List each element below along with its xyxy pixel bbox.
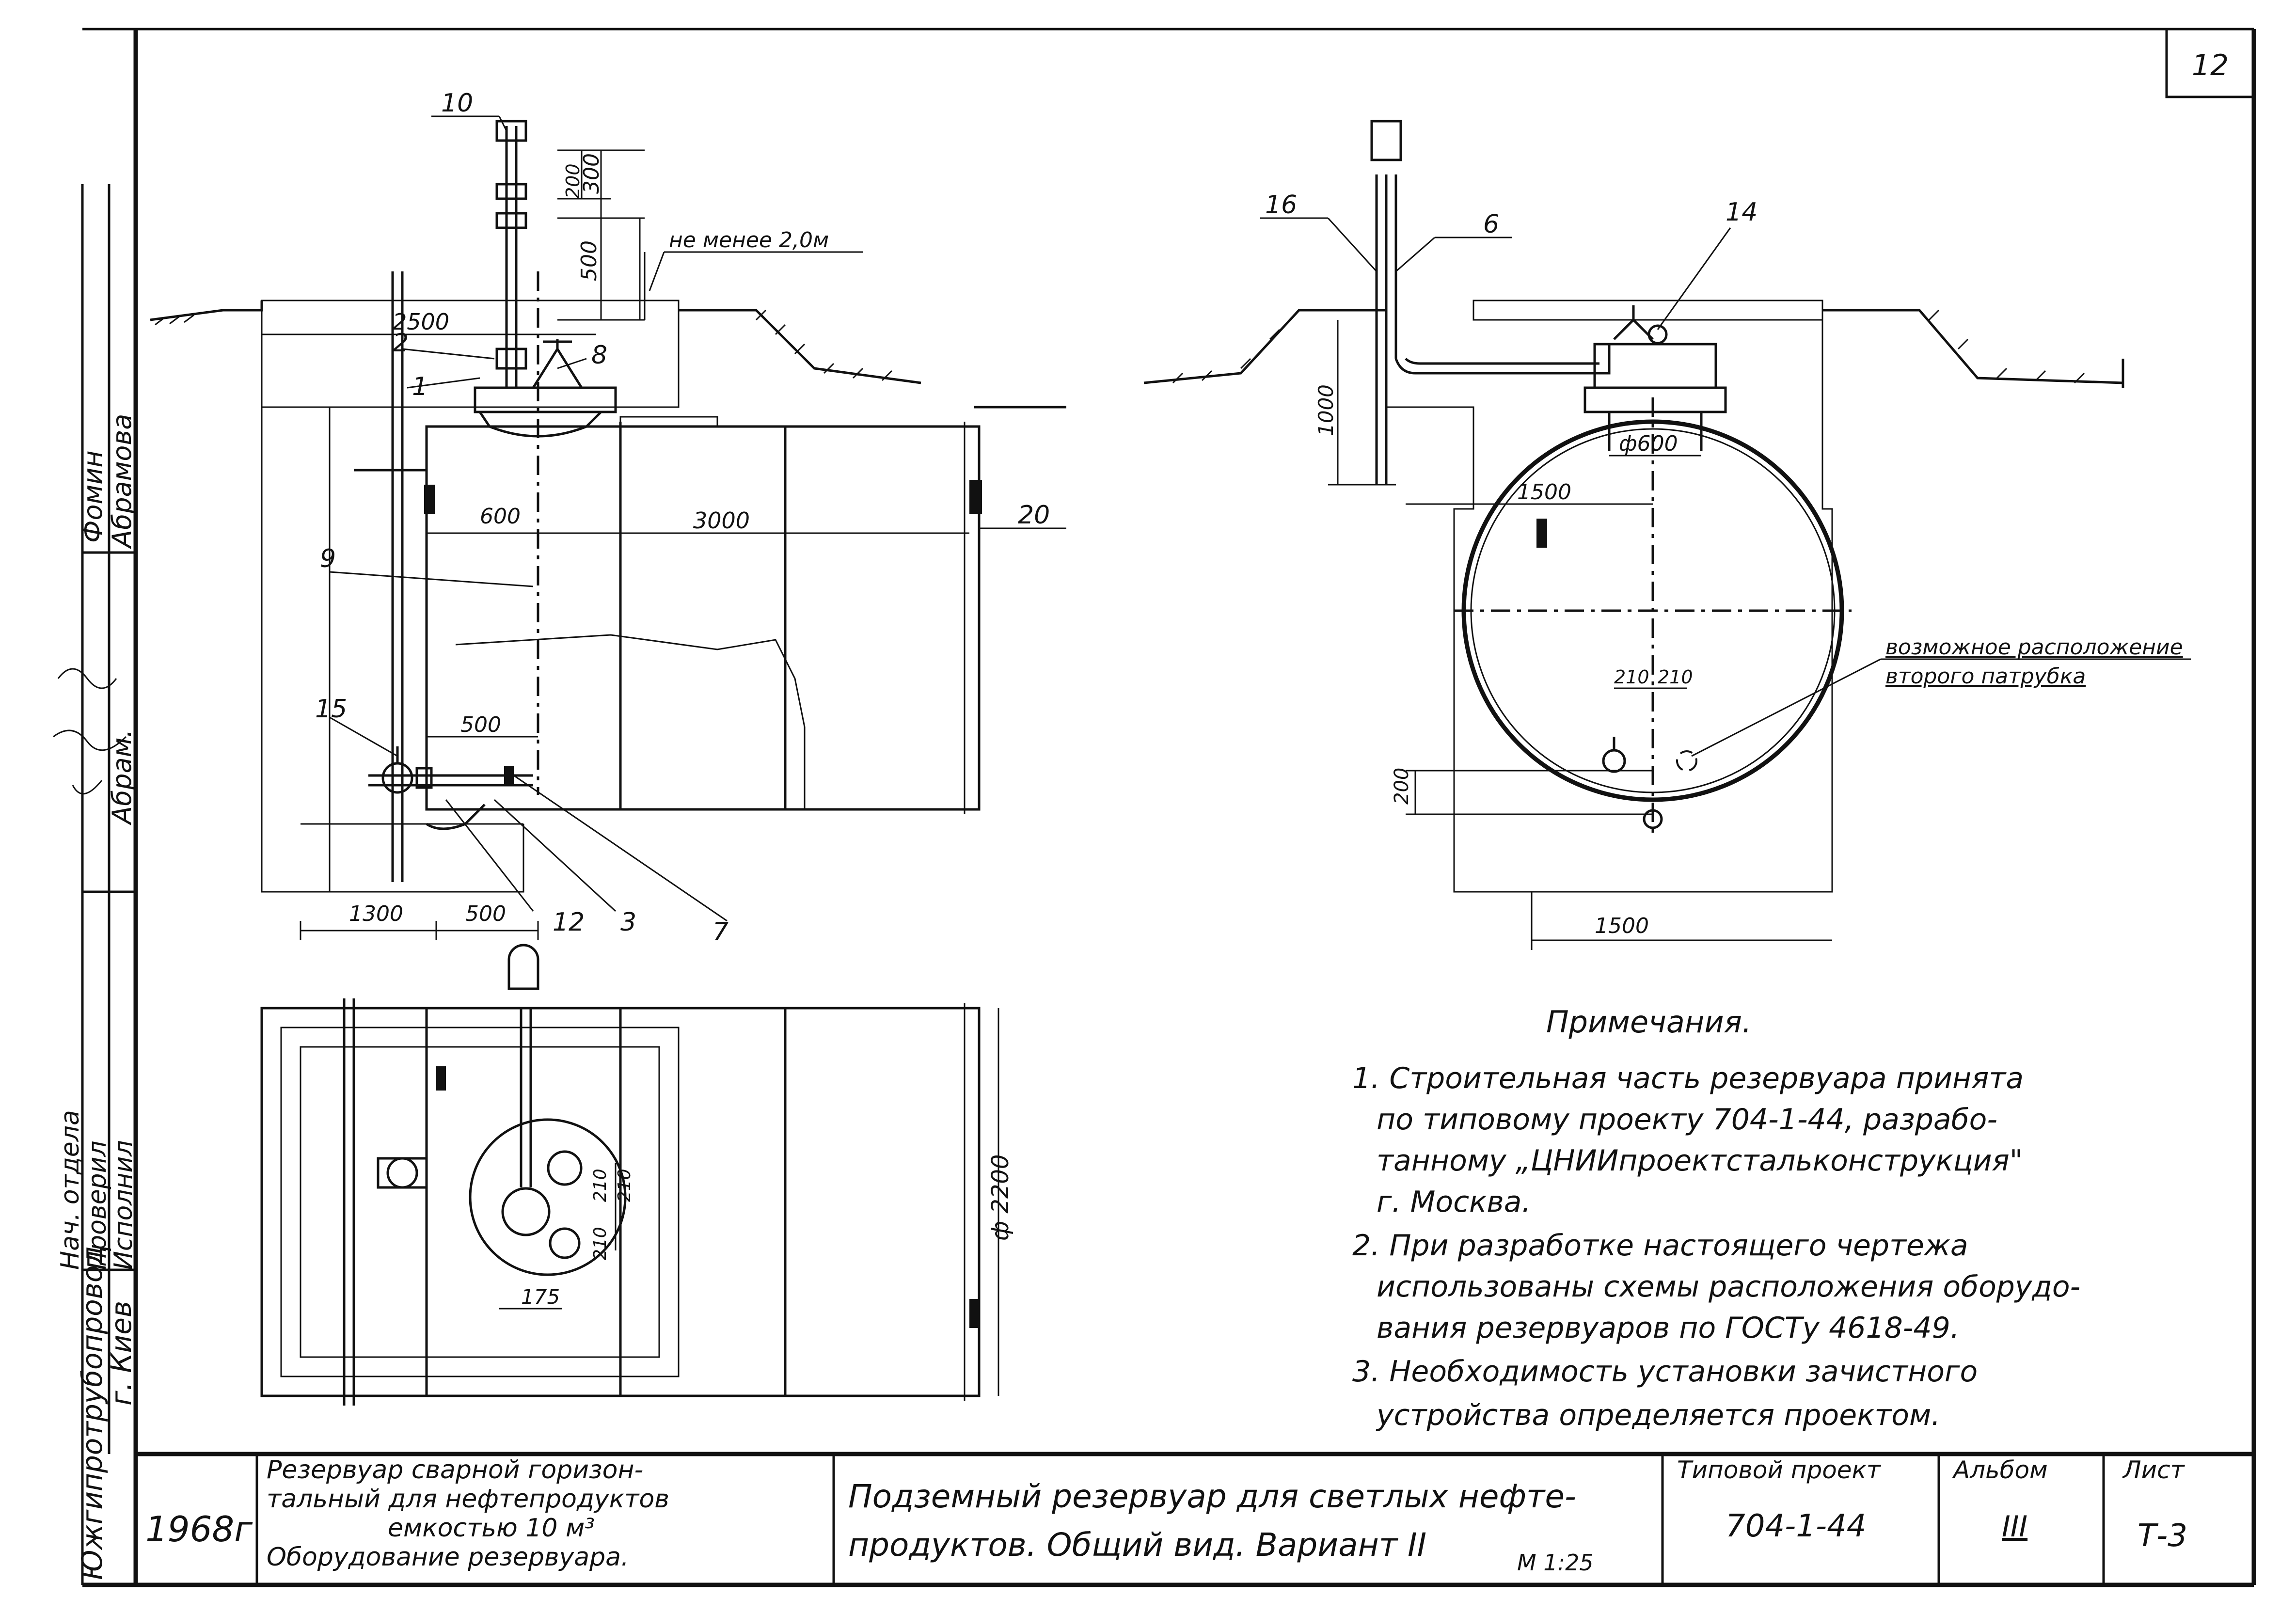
dim-2500: 2500 [393, 309, 449, 335]
front-view: 10 2 1 8 9 20 15 12 3 7 200 300 500 2500… [150, 89, 1066, 947]
drawing-frame [81, 28, 2256, 1587]
album-value: III [2002, 1510, 2027, 1544]
project-value: 704-1-44 [1726, 1508, 1867, 1544]
title-block: 1968г Резервуар сварной горизон- тальный… [136, 1452, 2254, 1585]
sheet-number: 12 [2192, 48, 2229, 82]
notes-title: Примечания. [1546, 1004, 1752, 1040]
org-city: г. Киев [105, 1301, 138, 1406]
plan-dim-phi2200: ф 2200 [987, 1154, 1014, 1241]
callout-2: 2 [393, 329, 409, 358]
note-line-3: танному „ЦНИИпроектстальконструкция" [1377, 1144, 2023, 1178]
dim-1000: 1000 [1314, 384, 1338, 436]
dim-500-top: 500 [577, 240, 602, 281]
note-line-8: 3. Необходимость установки зачистного [1352, 1355, 1978, 1389]
callout-7: 7 [713, 917, 728, 947]
note-min-depth: не менее 2,0м [669, 228, 829, 253]
dim-300: 300 [579, 153, 604, 194]
dim-200: 200 [562, 163, 584, 199]
notes-block: Примечания. 1. Строительная часть резерв… [1352, 1004, 2080, 1432]
sheet-number-box: 12 [2165, 29, 2254, 98]
callout-16: 16 [1265, 190, 1297, 220]
dim-1500-top: 1500 [1517, 480, 1571, 505]
role-head: Нач. отдела [56, 1110, 85, 1270]
name-abramova: Абрамова [107, 414, 137, 549]
note-line-6: использованы схемы расположения оборудо- [1377, 1270, 2080, 1304]
callout-8: 8 [591, 341, 607, 370]
role-executed: Исполнил [109, 1140, 138, 1270]
annotation-line-1: возможное расположение [1885, 635, 2183, 660]
callout-10: 10 [441, 89, 473, 118]
dim-1300: 1300 [349, 901, 403, 926]
signature-scribble [53, 668, 127, 795]
callout-1: 1 [412, 372, 428, 401]
plan-dim-210-c: 210 [590, 1227, 610, 1260]
plan-dim-210-a: 210 [590, 1169, 610, 1202]
sheet-value: Т-3 [2138, 1518, 2187, 1554]
callout-14: 14 [1726, 198, 1758, 227]
title-year: 1968г [145, 1509, 253, 1550]
plan-view: 210 210 210 175 ф 2200 [260, 944, 1014, 1406]
note-line-9: устройства определяется проектом. [1376, 1398, 1940, 1432]
scale: М 1:25 [1517, 1550, 1594, 1576]
callout-15: 15 [315, 695, 347, 724]
desc-line-4: Оборудование резервуара. [267, 1543, 629, 1572]
callout-6: 6 [1483, 210, 1499, 239]
plan-dim-210-b: 210 [615, 1169, 634, 1202]
dim-600: 600 [480, 504, 521, 529]
note-line-7: вания резервуаров по ГОСТу 4618-49. [1377, 1311, 1960, 1345]
plan-dim-175: 175 [521, 1285, 560, 1309]
dim-1500-bottom: 1500 [1595, 914, 1649, 938]
dim-500-bottom: 500 [465, 901, 506, 926]
callout-20: 20 [1018, 501, 1050, 530]
drawing-title-2: продуктов. Общий вид. Вариант II [848, 1526, 1426, 1564]
drawing-title-1: Подземный резервуар для светлых нефте- [848, 1478, 1576, 1515]
signature-label: Абрам. [107, 729, 137, 825]
callout-3: 3 [620, 908, 636, 937]
name-fomin: Фомин [78, 450, 108, 543]
dim-200-side: 200 [1391, 768, 1413, 805]
note-line-1: 1. Строительная часть резервуара принята [1352, 1061, 2024, 1095]
callout-9: 9 [320, 544, 336, 573]
dim-500-mid: 500 [460, 712, 501, 737]
annotation-line-2: второго патрубка [1885, 664, 2086, 689]
dim-210-left: 210 [1614, 666, 1649, 688]
project-label: Типовой проект [1677, 1456, 1882, 1484]
note-line-4: г. Москва. [1377, 1185, 1531, 1219]
desc-line-1: Резервуар сварной горизон- [267, 1455, 643, 1485]
desc-line-3: емкостью 10 м³ [388, 1514, 595, 1543]
org-name: Южгипротрубопровод [76, 1246, 109, 1580]
callout-12: 12 [553, 908, 585, 937]
dim-210-right: 210 [1658, 666, 1693, 688]
dim-3000: 3000 [693, 507, 750, 534]
album-label: Альбом [1952, 1456, 2048, 1484]
note-line-2: по типовому проекту 704-1-44, разрабо- [1377, 1103, 1997, 1137]
desc-line-2: тальный для нефтепродуктов [267, 1485, 669, 1514]
side-view: 16 6 14 1000 ф600 1500 210 210 200 1500 … [1143, 120, 2191, 950]
note-line-5: 2. При разработке настоящего чертежа [1352, 1229, 1968, 1263]
role-checked: Проверил [83, 1140, 112, 1270]
left-stamp-strip: Южгипротрубопровод г. Киев Нач. отдела П… [53, 184, 138, 1580]
sheet-label: Лист [2122, 1456, 2185, 1484]
dim-phi600: ф600 [1619, 431, 1678, 456]
